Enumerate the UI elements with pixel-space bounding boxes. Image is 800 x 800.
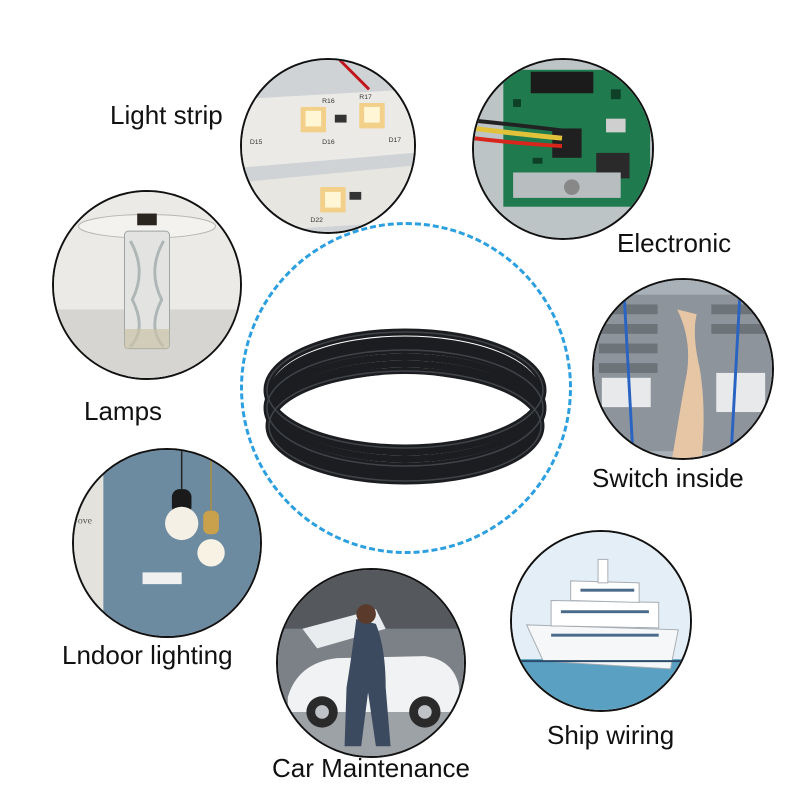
led-code-r16: R16 [322, 98, 335, 105]
lamps-photo [52, 190, 242, 380]
svg-text:ove: ove [78, 515, 92, 526]
label-ship-wiring: Ship wiring [547, 720, 675, 750]
led-code-d15: D15 [250, 139, 263, 146]
led-strip-icon: R16 R17 D15 D16 D17 D22 [242, 60, 414, 232]
label-indoor-lighting: Lndoor lighting [62, 640, 233, 670]
electronic-photo [472, 58, 654, 240]
led-code-r17: R17 [359, 94, 372, 101]
label-electronic: Electronic [617, 228, 732, 258]
light-strip-photo: R16 R17 D15 D16 D17 D22 [240, 58, 416, 234]
ship-wiring-photo [510, 530, 692, 712]
car-maintenance-photo [276, 568, 466, 758]
circuit-board-icon [474, 60, 652, 238]
pendant-lamp-icon: ove [74, 450, 260, 636]
label-light-strip: Light strip [110, 100, 223, 130]
center-dashed-ring [240, 222, 572, 554]
label-switch-inside: Switch inside [592, 463, 744, 493]
coiled-cable-icon [263, 328, 547, 485]
server-rack-icon [594, 280, 772, 458]
label-lamps: Lamps [84, 396, 163, 426]
glass-lamp-icon [54, 192, 240, 378]
indoor-lighting-photo: ove [72, 448, 262, 638]
label-car-maintenance: Car Maintenance [272, 753, 470, 783]
car-repair-icon [278, 570, 464, 756]
coiled-cable-image [255, 320, 555, 485]
led-code-d16: D16 [322, 139, 335, 146]
switch-inside-photo [592, 278, 774, 460]
led-code-d17: D17 [389, 137, 402, 144]
cruise-ship-icon [512, 532, 690, 710]
led-code-d22: D22 [310, 217, 323, 224]
